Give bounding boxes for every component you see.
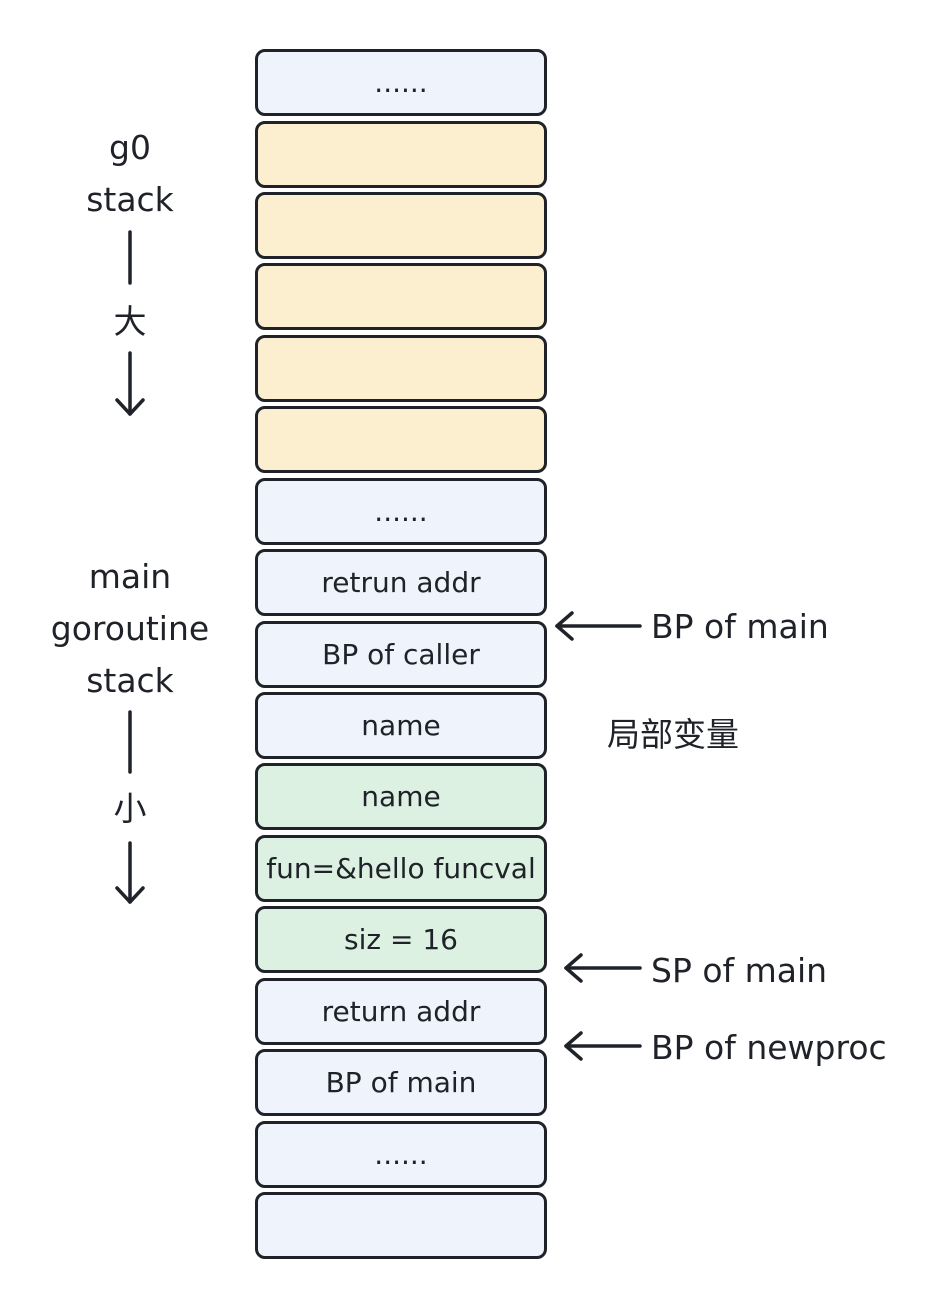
stack-slot: BP of caller — [255, 621, 547, 688]
main-stack-word: stack — [86, 661, 174, 700]
stack-slot: ...... — [255, 49, 547, 116]
stack-slot — [255, 406, 547, 473]
stack-slot: return addr — [255, 978, 547, 1045]
g0-label: g0 — [109, 128, 151, 167]
main-down-arrowhead-icon — [115, 886, 145, 904]
bp-of-newproc-label: BP of newproc — [651, 1028, 887, 1067]
stack-slot — [255, 1192, 547, 1259]
g0-down-arrowhead-icon — [115, 398, 145, 416]
bp-of-main-label: BP of main — [651, 607, 829, 646]
bp-of-main-arrowhead-icon — [555, 611, 574, 641]
stack-slot — [255, 335, 547, 402]
g0-direction-label: 大 — [113, 302, 147, 341]
goroutine-label: goroutine — [50, 609, 210, 648]
sp-of-main-arrowhead-icon — [564, 953, 583, 983]
g0-stack-label: g0 stack — [30, 122, 230, 226]
local-variables-label: 局部变量 — [607, 715, 739, 754]
stack-slot — [255, 121, 547, 188]
stack-slot: name — [255, 763, 547, 830]
main-stack-label: main goroutine stack — [30, 551, 230, 707]
main-direction-label: 小 — [113, 789, 147, 828]
stack-slot — [255, 263, 547, 330]
bp-of-newproc-arrowhead-icon — [564, 1031, 583, 1061]
sp-of-main-label: SP of main — [651, 951, 828, 990]
stack-slot: siz = 16 — [255, 906, 547, 973]
main-label: main — [88, 557, 172, 596]
stack-slot: retrun addr — [255, 549, 547, 616]
g0-stack-word: stack — [86, 180, 174, 219]
stack-slot: BP of main — [255, 1049, 547, 1116]
stack-slot: fun=&hello funcval — [255, 835, 547, 902]
stack-slot: name — [255, 692, 547, 759]
stack-slot: ...... — [255, 1121, 547, 1188]
stack-slot — [255, 192, 547, 259]
stack-slot: ...... — [255, 478, 547, 545]
